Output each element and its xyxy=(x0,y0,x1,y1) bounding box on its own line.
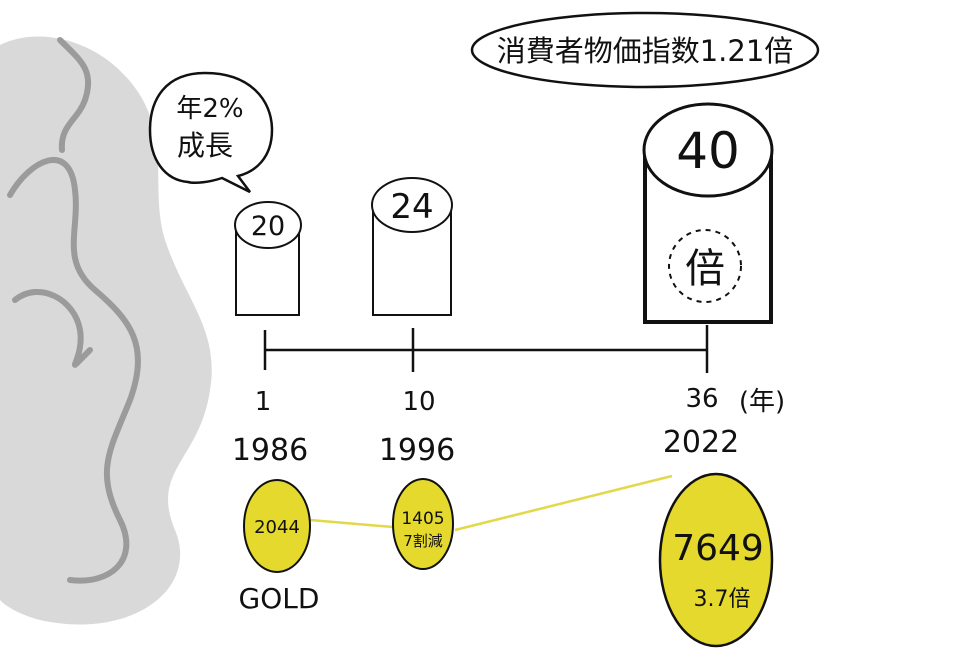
gold-point-2022: 7649 3.7倍 xyxy=(658,472,774,648)
cpi-note-text: 消費者物価指数1.21倍 xyxy=(497,34,794,68)
gray-blob-shape xyxy=(0,36,212,625)
tick-label-36: 36 xyxy=(685,384,718,414)
speech-bubble-outline xyxy=(148,71,274,194)
bar-1: 20 xyxy=(234,201,302,316)
bar-3-cap xyxy=(642,102,774,198)
bar-3-badge-text: 倍 xyxy=(685,246,725,292)
tick-label-10: 10 xyxy=(402,387,435,417)
speech-bubble-line1: 年2% xyxy=(176,94,243,124)
gold-value-2022: 7649 xyxy=(672,528,764,569)
year-label-1986: 1986 xyxy=(232,433,308,468)
speech-bubble-line2: 成長 xyxy=(177,129,233,162)
gold-circle-2022 xyxy=(658,472,774,648)
tick-label-1: 1 xyxy=(255,387,272,417)
cpi-note-oval xyxy=(470,11,820,89)
gold-note-2022: 3.7倍 xyxy=(694,587,751,612)
bar-3-value: 40 xyxy=(676,122,740,180)
year-label-2022: 2022 xyxy=(663,425,739,460)
axis-unit-label: (年) xyxy=(739,387,785,417)
gold-connectors xyxy=(309,474,673,532)
gold-value-1996: 1405 xyxy=(401,509,444,529)
gold-circle-1986 xyxy=(243,479,311,573)
bar-2-value: 24 xyxy=(390,187,433,227)
bar-1-cap xyxy=(234,201,302,249)
bar-2: 24 xyxy=(371,177,453,316)
cpi-note: 消費者物価指数1.21倍 xyxy=(470,11,820,89)
year-labels: 1986 1996 2022 xyxy=(232,425,739,468)
gold-connector-1 xyxy=(309,518,394,529)
bar-3-badge-circle xyxy=(668,229,742,303)
bar-3: 40 倍 xyxy=(642,102,774,324)
gold-label: GOLD xyxy=(239,582,320,615)
gray-scribble-line xyxy=(7,37,141,584)
gold-connector-2 xyxy=(454,474,673,532)
gold-point-1986: 2044 xyxy=(243,479,311,573)
year-label-1996: 1996 xyxy=(379,433,455,468)
bar-2-cap xyxy=(371,177,453,233)
gold-note-1996: 7割減 xyxy=(403,532,443,550)
growth-speech-bubble: 年2% 成長 xyxy=(148,71,274,194)
gold-circle-1996 xyxy=(392,478,454,570)
bar-1-value: 20 xyxy=(251,211,285,242)
gold-value-1986: 2044 xyxy=(254,517,300,538)
timeline-axis: 1 10 36 (年) xyxy=(255,325,785,417)
gold-point-1996: 1405 7割減 xyxy=(392,478,454,570)
